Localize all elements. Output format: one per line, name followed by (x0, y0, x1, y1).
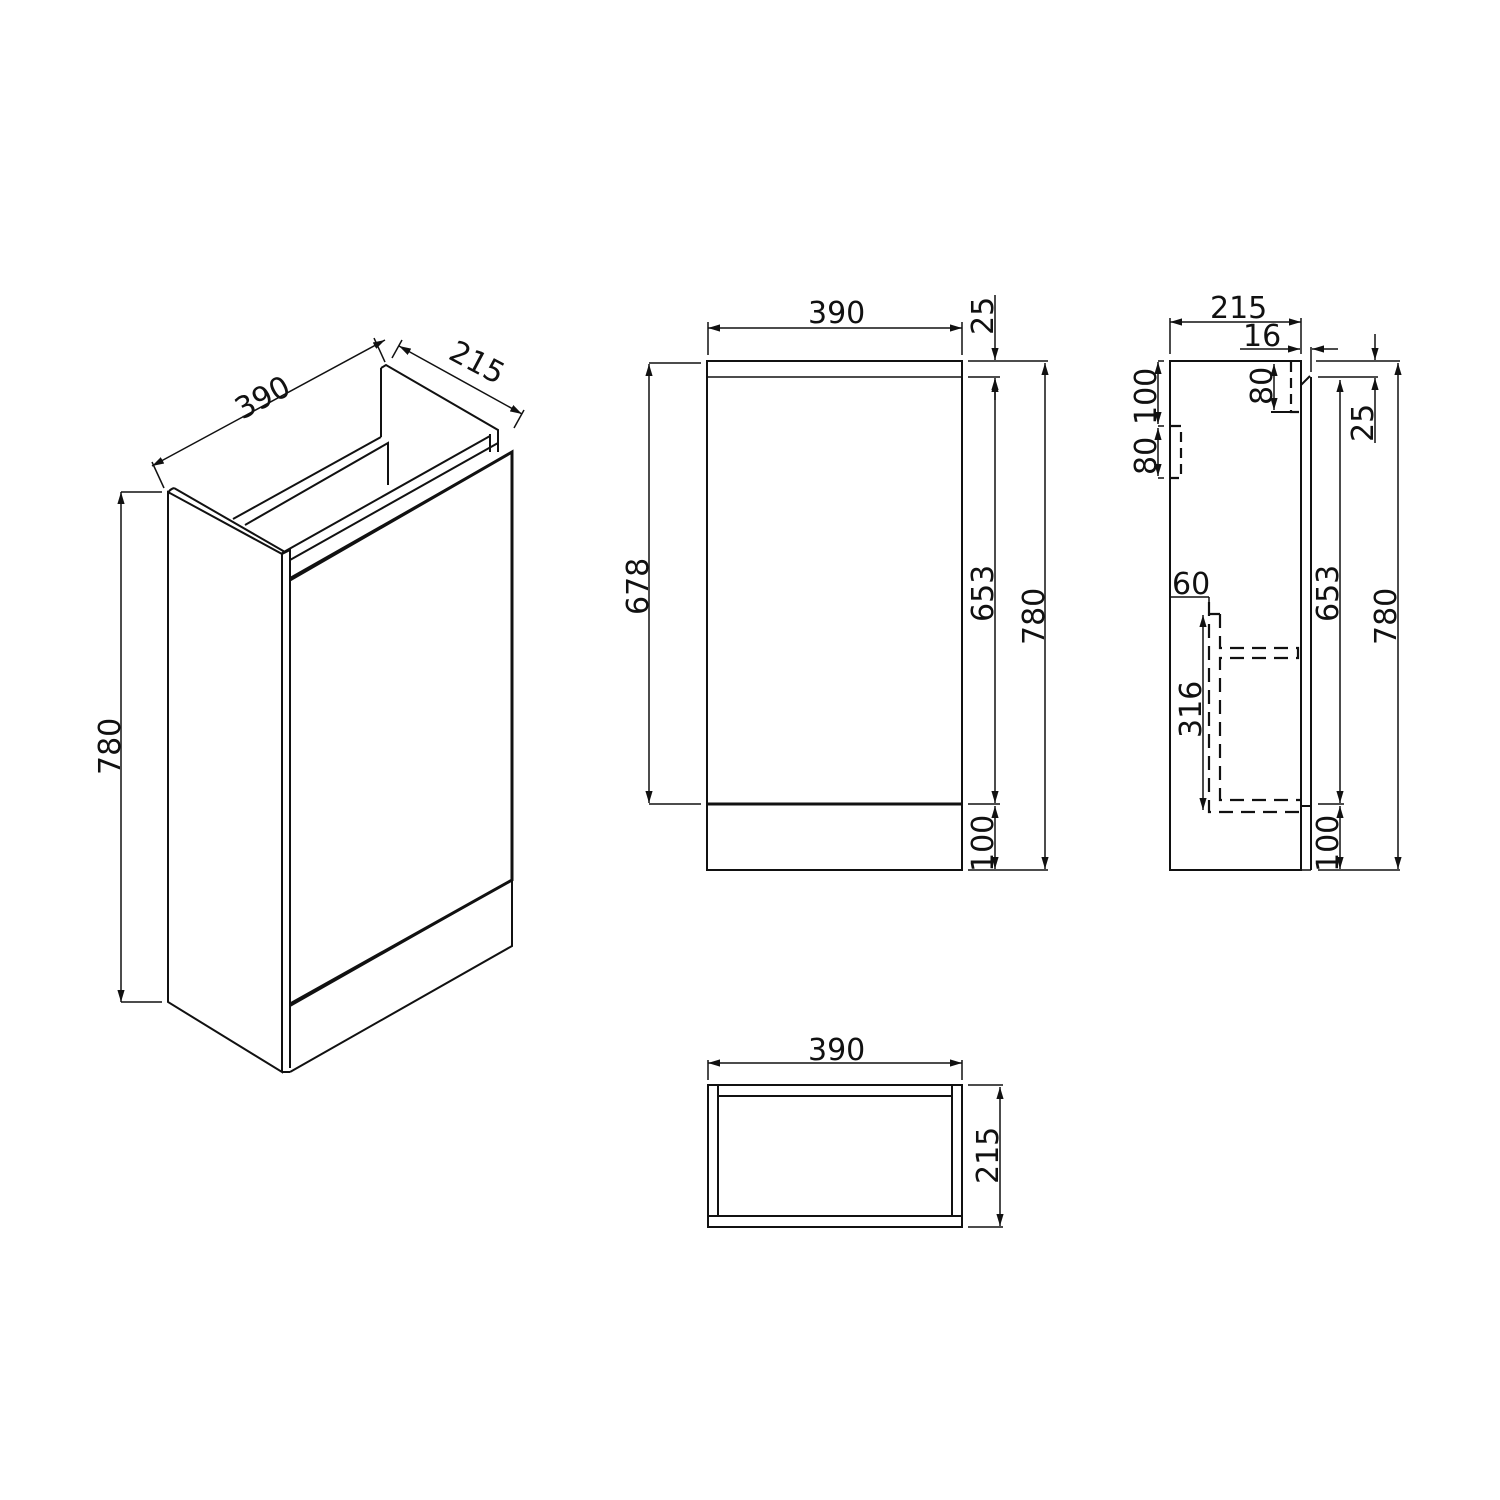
isometric-view (167, 363, 514, 1074)
side-top-panel-label: 25 (1346, 404, 1381, 442)
side-left-offset-label: 100 (1129, 368, 1164, 425)
isometric-dimensions: 390 215 780 (93, 334, 525, 1003)
side-total-height-label: 780 (1369, 588, 1404, 645)
side-left-bracket-label: 80 (1129, 437, 1164, 475)
front-view-dimensions: 390 678 25 653 100 780 (621, 295, 1052, 872)
side-view-dimensions: 215 16 25 80 100 80 60 316 653 (1129, 291, 1404, 872)
plan-depth-label: 215 (971, 1127, 1006, 1184)
front-total-height-label: 780 (1017, 588, 1052, 645)
side-view (1169, 360, 1312, 871)
iso-height-label: 780 (93, 718, 128, 775)
front-top-panel-label: 25 (966, 297, 1001, 335)
front-view (706, 360, 963, 871)
plan-view (707, 1084, 963, 1228)
side-carcass-height-label: 653 (1311, 565, 1346, 622)
front-door-height-label: 678 (621, 558, 656, 615)
plan-width-label: 390 (808, 1033, 865, 1068)
side-lower-offset-label: 60 (1172, 567, 1210, 602)
plan-view-dimensions: 390 215 (707, 1033, 1006, 1228)
side-upper-bracket-label: 80 (1245, 367, 1280, 405)
front-plinth-label: 100 (966, 815, 1001, 872)
front-width-label: 390 (808, 296, 865, 331)
side-depth-label: 215 (1210, 291, 1267, 326)
side-door-thickness-label: 16 (1243, 319, 1281, 354)
side-basin-support-label: 316 (1174, 681, 1209, 738)
iso-depth-label: 215 (443, 334, 510, 392)
side-plinth-label: 100 (1311, 815, 1346, 872)
front-carcass-height-label: 653 (966, 565, 1001, 622)
